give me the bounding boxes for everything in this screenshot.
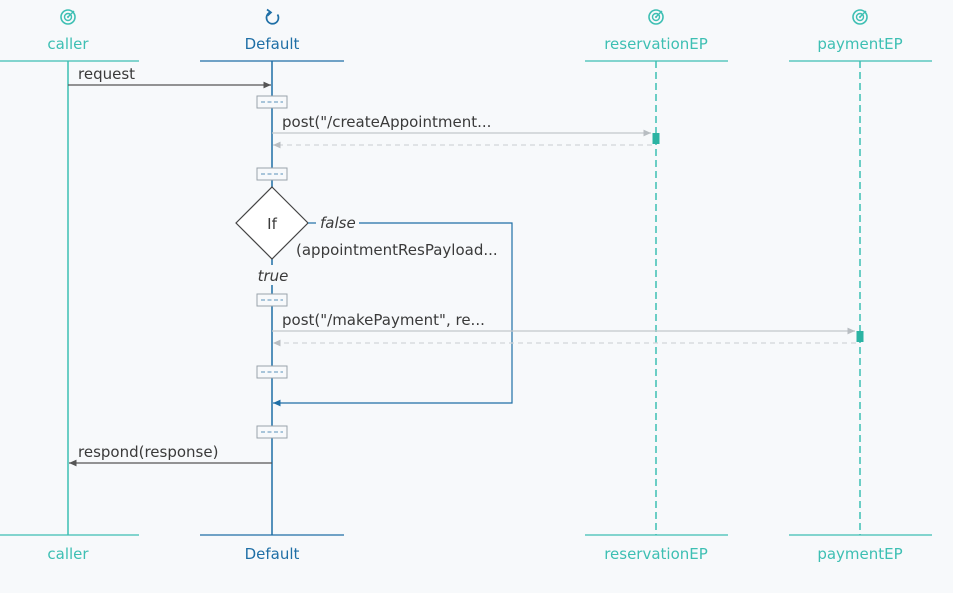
true-label-bg <box>256 265 290 285</box>
collapse-marker[interactable] <box>256 167 288 181</box>
condition-keyword: If <box>267 215 277 233</box>
false-label: false <box>320 214 356 232</box>
participant-caller-footer[interactable]: caller <box>0 534 139 563</box>
participant-label: paymentEP <box>817 35 902 53</box>
target-icon <box>648 9 664 25</box>
false-branch-line <box>273 222 513 407</box>
message-request[interactable]: request <box>68 65 271 89</box>
collapse-marker[interactable] <box>256 293 288 307</box>
message-label: respond(response) <box>78 443 218 461</box>
collapse-marker[interactable] <box>256 95 288 109</box>
participant-payment-ep-footer[interactable]: paymentEP <box>789 534 932 563</box>
condition-diamond <box>235 186 309 260</box>
participant-caller[interactable]: caller <box>0 9 139 62</box>
participant-payment-ep[interactable]: paymentEP <box>789 9 932 62</box>
participant-reservation-ep-footer[interactable]: reservationEP <box>585 534 728 563</box>
if-condition[interactable]: If false (appointmentResPayload... true <box>235 186 513 407</box>
participant-label: reservationEP <box>604 545 708 563</box>
message-label: request <box>78 65 135 83</box>
participant-default[interactable]: Default <box>200 8 344 62</box>
collapse-marker[interactable] <box>256 365 288 379</box>
true-label: true <box>258 267 289 285</box>
message-label: post("/makePayment", re... <box>282 311 485 329</box>
activation-bar <box>652 133 660 144</box>
target-icon <box>60 9 76 25</box>
participant-label: Default <box>245 35 300 53</box>
refresh-icon <box>265 8 280 25</box>
participant-label: caller <box>47 35 89 53</box>
participant-label: paymentEP <box>817 545 902 563</box>
participant-reservation-ep[interactable]: reservationEP <box>585 9 728 62</box>
participant-label: caller <box>47 545 89 563</box>
message-create-appointment[interactable]: post("/createAppointment... <box>272 113 652 149</box>
participant-default-footer[interactable]: Default <box>200 534 344 563</box>
collapse-marker[interactable] <box>256 425 288 439</box>
message-respond[interactable]: respond(response) <box>69 443 272 467</box>
message-label: post("/createAppointment... <box>282 113 491 131</box>
participant-label: Default <box>245 545 300 563</box>
activation-bar <box>856 331 864 342</box>
message-make-payment[interactable]: post("/makePayment", re... <box>272 311 856 347</box>
participant-label: reservationEP <box>604 35 708 53</box>
condition-expression: (appointmentResPayload... <box>296 241 498 259</box>
target-icon <box>852 9 868 25</box>
